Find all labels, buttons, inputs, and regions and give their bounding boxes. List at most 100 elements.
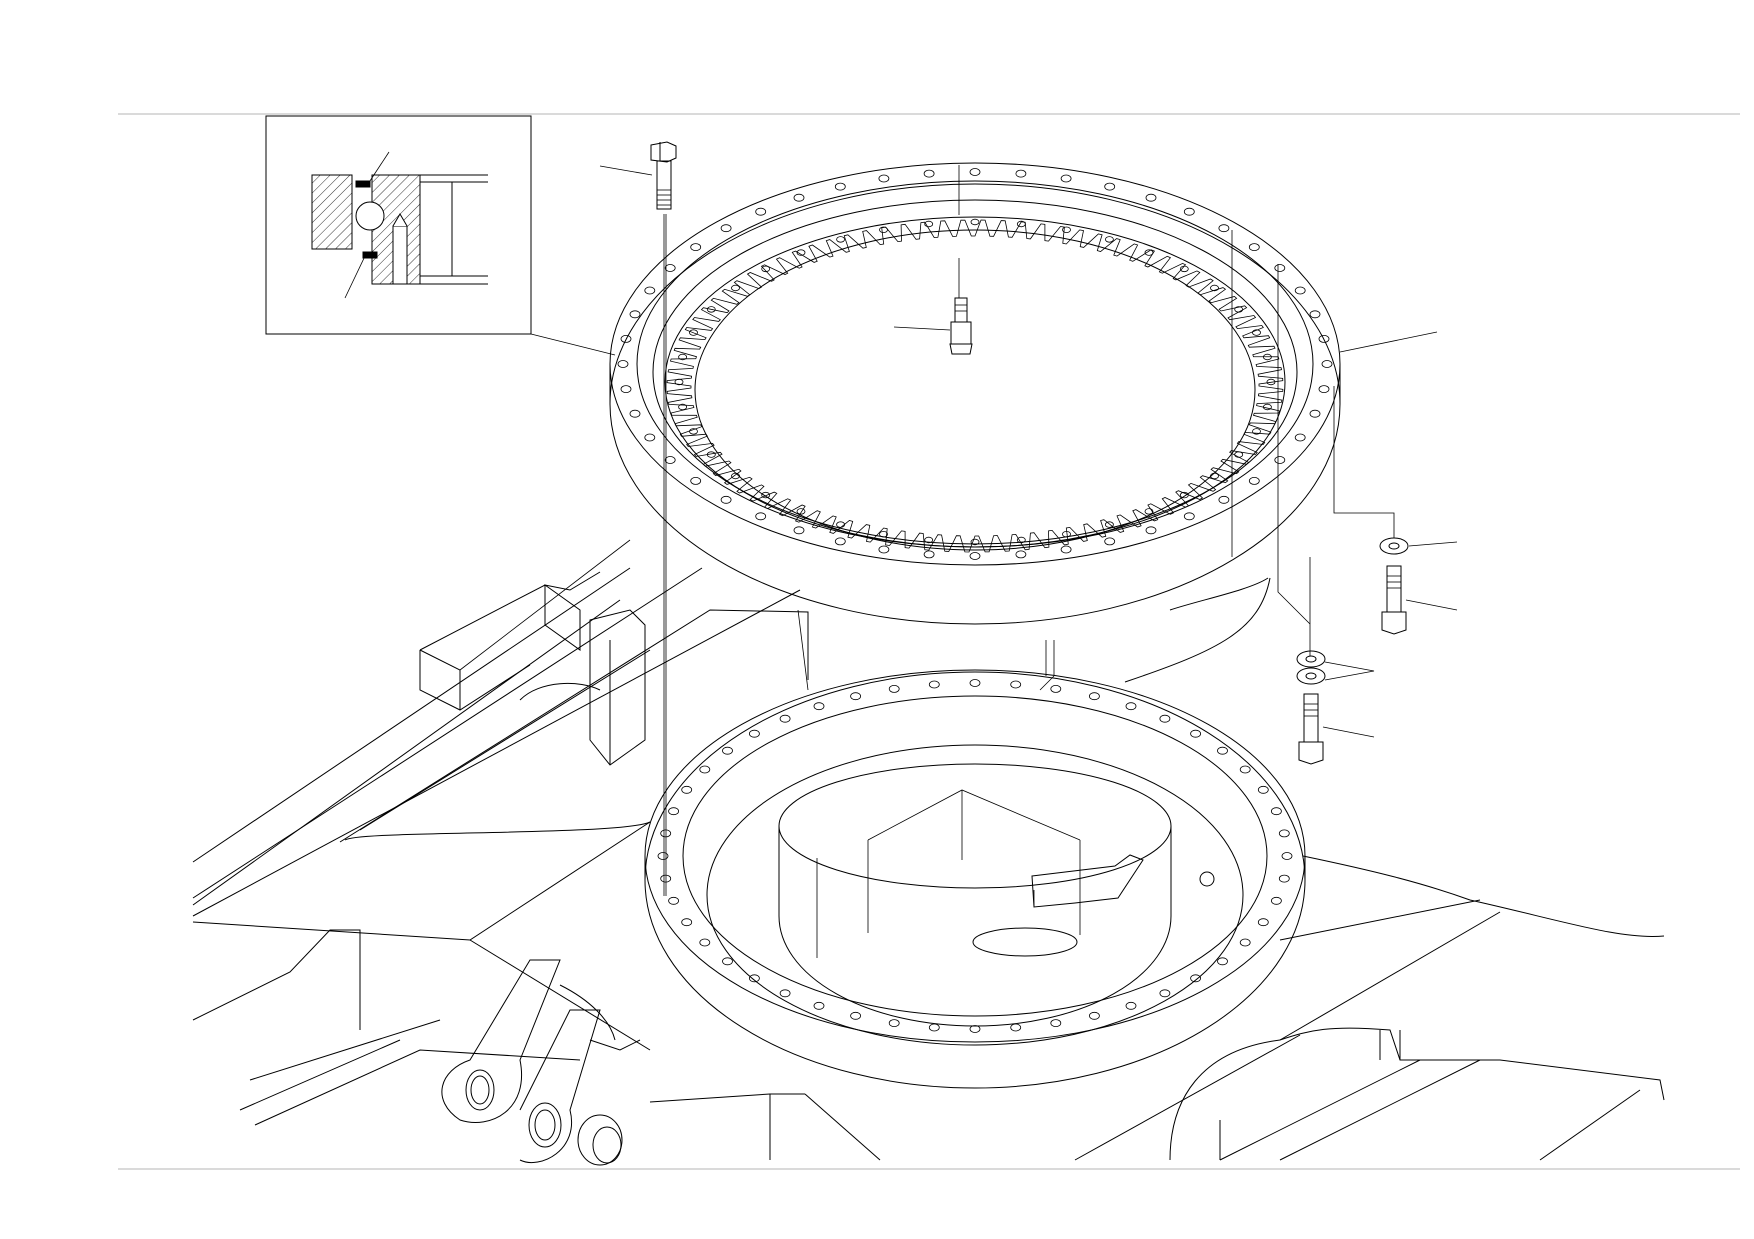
long-bolt <box>599 141 677 896</box>
bolt-hole <box>668 896 679 905</box>
bolt-hole <box>878 545 890 554</box>
bolt-hole <box>813 1001 825 1010</box>
bolt-hole <box>970 538 980 546</box>
bolt-hole <box>629 310 641 319</box>
bolt-hole <box>1015 169 1027 178</box>
bolt-hole <box>722 957 733 966</box>
bolt-hole <box>1050 1019 1062 1027</box>
bolt-hole <box>793 526 805 535</box>
bolt-hole <box>660 874 672 883</box>
bolt-hole <box>888 1019 900 1027</box>
bolt-hole <box>1183 207 1195 216</box>
bolt-hole <box>879 226 888 233</box>
bolt-hole <box>879 531 888 538</box>
bolt-hole <box>720 224 732 233</box>
bolt-hole <box>664 264 676 272</box>
bolt-hole <box>1309 310 1321 319</box>
bolt-hole <box>850 692 861 701</box>
bolt-hole <box>1145 526 1157 535</box>
bolt-hole <box>834 537 846 546</box>
bolt-hole <box>1257 918 1269 927</box>
bolt-hole <box>706 451 716 458</box>
bolt-hole <box>1062 531 1071 538</box>
bolt-hole <box>681 785 693 794</box>
bolt-hole <box>644 286 656 295</box>
bolt-hole <box>689 428 698 435</box>
bolt-hole <box>1318 385 1330 394</box>
bolt-hole <box>1145 193 1157 202</box>
bolt-hole <box>668 807 679 816</box>
upper-frame-structure <box>192 539 1665 1166</box>
bolt-hole <box>923 550 935 559</box>
bolt-hole <box>1104 537 1116 546</box>
bolt-hole <box>850 1011 861 1020</box>
bolt-hole <box>722 746 733 755</box>
bolt-hole <box>620 334 632 343</box>
bolt-hole <box>924 536 934 544</box>
bolt-hole <box>796 249 806 256</box>
bolt-hole <box>629 409 641 418</box>
bolt-hole <box>1278 829 1290 838</box>
bolt-lower <box>1298 693 1375 765</box>
bolt-hole <box>1294 433 1306 442</box>
bolt-hole <box>681 918 693 927</box>
bolt-hole <box>1125 1001 1137 1010</box>
bolt-hole <box>1248 243 1260 252</box>
centre-pin <box>893 165 973 355</box>
bolt-hole <box>1248 476 1260 485</box>
bolt-hole <box>674 378 684 386</box>
revolving-frame-mount <box>644 669 1306 1089</box>
bolt-hole <box>836 521 845 528</box>
bolt-hole <box>1125 702 1137 711</box>
bolt-hole <box>1252 329 1261 336</box>
bolt-hole <box>761 491 771 499</box>
bolt-hole <box>1217 746 1228 755</box>
bolt-hole <box>1105 236 1114 243</box>
bolt-hole <box>761 265 771 273</box>
bolt-hole <box>720 495 732 504</box>
bolt-hole <box>1015 550 1027 559</box>
bolt-hole <box>779 714 791 723</box>
bolt-hole <box>1159 989 1171 998</box>
bolt-hole <box>644 433 656 442</box>
bolt-hole <box>1321 360 1333 368</box>
bolt-hole <box>928 1023 940 1032</box>
bolt-hole <box>1050 685 1062 693</box>
bolt-hole <box>1062 226 1071 233</box>
bolt-hole <box>749 974 760 983</box>
bolt-hole <box>678 353 687 361</box>
bolt-hole <box>1239 765 1251 774</box>
bolt-hole <box>1218 224 1230 233</box>
swing-bearing <box>609 162 1341 625</box>
mount-bolt-holes <box>657 679 1293 1033</box>
bolt-hole <box>1266 378 1276 386</box>
bolt-hole <box>836 236 845 243</box>
bolt-hole <box>1210 284 1219 292</box>
bolt-hole <box>699 938 711 947</box>
bolt-hole <box>1144 508 1154 515</box>
bolt-hole <box>690 243 702 252</box>
bolt-hole <box>1089 1011 1100 1020</box>
bolt-hole <box>1274 264 1286 272</box>
bolt-hole <box>1271 896 1282 905</box>
bolt-hole <box>664 456 676 464</box>
bolt-hole <box>1257 785 1269 794</box>
bolt-hole <box>1271 807 1282 816</box>
bolt-hole <box>888 685 900 693</box>
bolt-hole <box>1318 334 1330 343</box>
bolt-hole <box>690 476 702 485</box>
bolt-hole <box>1060 174 1072 183</box>
bolt-hole <box>1179 265 1189 273</box>
bolt-hole <box>1190 729 1201 738</box>
bolt-hole <box>1217 957 1228 966</box>
bolt-hole <box>1190 974 1201 983</box>
bolt-hole <box>657 852 669 860</box>
bolt-hole <box>969 1025 981 1033</box>
bolt-hole <box>1183 512 1195 521</box>
bolt-hole <box>1210 472 1219 480</box>
bolt-hole <box>1089 692 1100 701</box>
bolt-hole <box>1016 536 1026 544</box>
bolt-hole <box>1263 403 1272 411</box>
bolt-hole <box>1016 220 1026 228</box>
